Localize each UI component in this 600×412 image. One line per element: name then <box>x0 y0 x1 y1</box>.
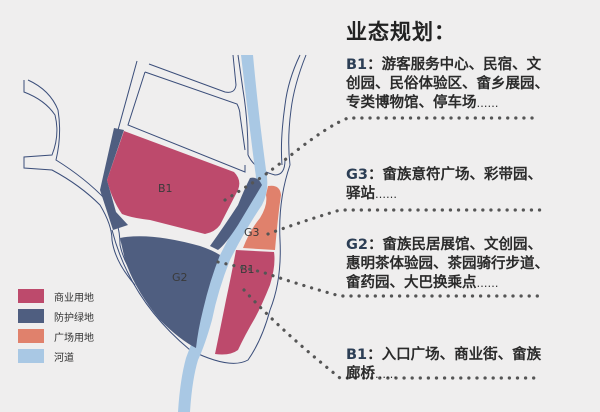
map-label-b1-south: B1 <box>240 263 255 276</box>
parcel-b1-south <box>215 250 275 355</box>
parcel-g3 <box>243 185 281 250</box>
block-code: G3 <box>346 167 368 183</box>
river-channel <box>178 55 268 412</box>
swatch-river <box>18 349 44 363</box>
green-buffer-river <box>210 177 262 250</box>
panel-title: 业态规划： <box>346 20 456 44</box>
parcel-g2 <box>120 236 220 348</box>
green-buffer-west <box>100 128 128 230</box>
parcel-b1-north <box>107 131 240 234</box>
block-code: B1 <box>346 347 368 363</box>
map-label-b1-north: B1 <box>158 182 173 195</box>
description-b1-south: B1：入口广场、商业街、畲族 廊桥…… <box>346 347 542 382</box>
swatch-commercial <box>18 289 44 303</box>
map-label-g3: G3 <box>244 226 260 239</box>
description-g3: G3：畲族意符广场、彩带园、 驿站…… <box>346 167 542 202</box>
leader-line-b1-south <box>242 288 542 380</box>
map-label-g2: G2 <box>172 271 188 284</box>
legend-item-river: 河道 <box>18 346 94 366</box>
description-g2: G2：畲族民居展馆、文创园、 惠明茶体验园、茶园骑行步道、 畲药园、大巴换乘点…… <box>346 237 549 291</box>
legend-item-plaza: 广场用地 <box>18 326 94 346</box>
leader-line-b1-north <box>223 116 542 202</box>
legend-item-green-buffer: 防护绿地 <box>18 306 94 326</box>
legend: 商业用地 防护绿地 广场用地 河道 <box>18 286 94 366</box>
block-code: G2 <box>346 237 368 253</box>
description-b1-north: B1：游客服务中心、民宿、文 创园、民俗体验区、畲乡展园、 专类博物馆、停车场…… <box>346 57 549 111</box>
road-outlines <box>23 54 307 364</box>
leader-line-g3 <box>266 208 542 236</box>
block-code: B1 <box>346 57 368 73</box>
swatch-plaza <box>18 329 44 343</box>
legend-item-commercial: 商业用地 <box>18 286 94 306</box>
leader-lines <box>216 116 542 380</box>
leader-line-g2 <box>216 260 542 298</box>
swatch-green-buffer <box>18 309 44 323</box>
